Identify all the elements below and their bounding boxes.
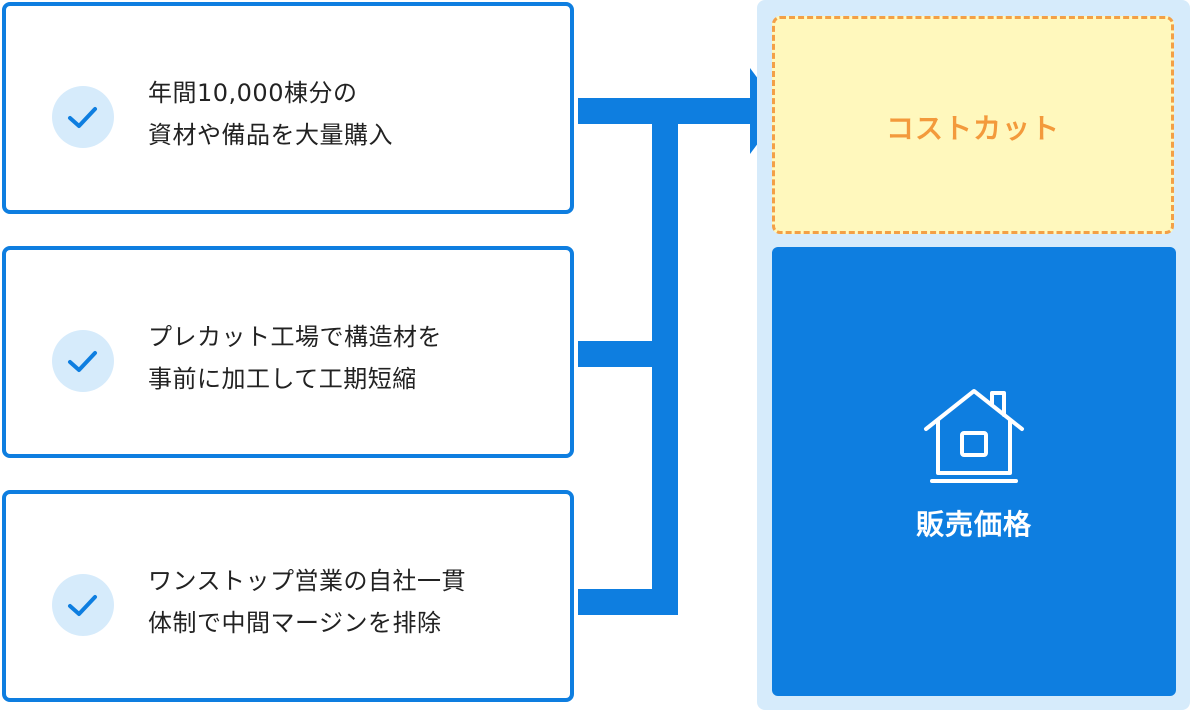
benefit-text: 年間10,000棟分の 資材や備品を大量購入 xyxy=(148,72,393,156)
benefit-text: プレカット工場で構造材を 事前に加工して工期短縮 xyxy=(148,316,442,400)
benefit-card-one-stop: ワンストップ営業の自社一貫 体制で中間マージンを排除 xyxy=(2,490,574,702)
benefit-line: ワンストップ営業の自社一貫 xyxy=(148,567,467,595)
benefit-line: 事前に加工して工期短縮 xyxy=(148,365,417,393)
sale-price-box: 販売価格 xyxy=(772,247,1176,696)
benefit-line: 年間10,000棟分の xyxy=(148,79,358,107)
sale-price-label: 販売価格 xyxy=(915,508,1032,541)
cost-cut-box: コストカット xyxy=(772,16,1174,234)
benefit-text: ワンストップ営業の自社一貫 体制で中間マージンを排除 xyxy=(148,560,466,644)
cost-cut-label: コストカット xyxy=(885,112,1060,145)
check-icon xyxy=(52,330,114,392)
house-icon xyxy=(924,389,1024,483)
benefit-card-precut-factory: プレカット工場で構造材を 事前に加工して工期短縮 xyxy=(2,246,574,458)
benefit-card-bulk-purchase: 年間10,000棟分の 資材や備品を大量購入 xyxy=(2,2,574,214)
benefit-line: プレカット工場で構造材を xyxy=(148,323,442,351)
benefit-line: 体制で中間マージンを排除 xyxy=(148,609,442,637)
check-icon xyxy=(52,86,114,148)
check-icon xyxy=(52,574,114,636)
benefit-line: 資材や備品を大量購入 xyxy=(148,121,393,149)
